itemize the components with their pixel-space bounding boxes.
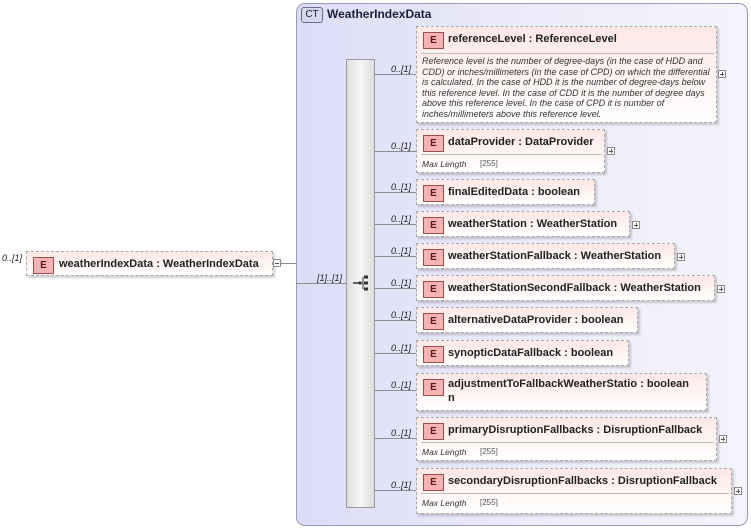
facet-value: [255] [480,498,498,507]
element-name: secondaryDisruptionFallbacks : Disruptio… [448,475,717,487]
connector-line [375,192,416,193]
element-box-primary-disruption-fallbacks[interactable]: E primaryDisruptionFallbacks : Disruptio… [416,417,717,461]
expand-icon[interactable] [677,253,685,261]
facet-label: Max Length [422,498,467,508]
element-box-synoptic-data-fallback[interactable]: E synopticDataFallback : boolean [416,340,629,366]
complex-type-name: WeatherIndexData [327,7,432,21]
element-cardinality: 0..[1] [391,480,412,490]
separator [421,53,714,54]
complex-type-badge: CT [301,7,323,23]
element-box-reference-level[interactable]: E referenceLevel : ReferenceLevel Refere… [416,26,717,123]
connector-line [375,490,416,491]
connector-line [296,283,346,284]
element-name: finalEditedData : boolean [448,186,581,198]
element-name: alternativeDataProvider : boolean [448,314,624,326]
element-name: dataProvider : DataProvider [448,136,594,148]
element-badge: E [423,32,444,49]
element-cardinality: 0..[1] [391,182,412,192]
element-name: synopticDataFallback : boolean [448,347,614,359]
expand-icon[interactable] [734,487,742,495]
element-name: weatherStation : WeatherStation [448,218,618,230]
connector-line [375,438,416,439]
element-badge: E [423,423,444,440]
element-badge: E [423,249,444,266]
separator [421,154,602,155]
expand-icon[interactable] [607,147,615,155]
element-name: referenceLevel : ReferenceLevel [448,33,617,45]
expand-icon[interactable] [719,435,727,443]
element-cardinality: 0..[1] [391,428,412,438]
connector-line [375,353,416,354]
facet-value: [255] [480,447,498,456]
element-name-line-2: n [448,392,455,404]
connector-line [375,390,416,391]
expand-icon[interactable] [632,221,640,229]
element-box-secondary-disruption-fallbacks[interactable]: E secondaryDisruptionFallbacks : Disrupt… [416,468,732,514]
element-name: weatherStationFallback : WeatherStation [448,250,662,262]
sequence-cardinality: [1]..[1] [317,273,343,283]
element-description: Reference level is the number of degree-… [422,56,710,119]
element-box-weather-station-fallback[interactable]: E weatherStationFallback : WeatherStatio… [416,243,675,269]
element-name-line-1: adjustmentToFallbackWeatherStatio : bool… [448,378,690,390]
connector-line [375,288,416,289]
element-box-weather-station-second-fallback[interactable]: E weatherStationSecondFallback : Weather… [416,275,715,301]
element-badge: E [423,185,444,202]
element-name: primaryDisruptionFallbacks : DisruptionF… [448,424,703,436]
connector-line [375,74,416,75]
element-cardinality: 0..[1] [391,246,412,256]
separator [421,493,729,494]
facet-value: [255] [480,159,498,168]
connector-line [281,263,296,264]
expand-icon[interactable] [717,285,725,293]
element-cardinality: 0..[1] [391,64,412,74]
element-badge: E [423,135,444,152]
connector-line [375,256,416,257]
element-cardinality: 0..[1] [391,141,412,151]
element-cardinality: 0..[1] [391,380,412,390]
sequence-compositor-icon [353,275,368,291]
element-box-weather-station[interactable]: E weatherStation : WeatherStation [416,211,630,237]
expand-icon[interactable] [718,70,726,78]
root-element-box[interactable]: E weatherIndexData : WeatherIndexData [26,251,273,276]
collapse-icon[interactable] [273,259,281,267]
element-box-alternative-data-provider[interactable]: E alternativeDataProvider : boolean [416,307,638,333]
element-badge: E [33,257,54,274]
element-box-final-edited-data[interactable]: E finalEditedData : boolean [416,179,595,205]
element-cardinality: 0..[1] [391,343,412,353]
element-badge: E [423,379,444,396]
element-badge: E [423,217,444,234]
element-cardinality: 0..[1] [391,214,412,224]
separator [421,442,714,443]
element-badge: E [423,281,444,298]
connector-line [375,151,416,152]
element-badge: E [423,346,444,363]
element-box-adjustment-to-fallback-weather-station[interactable]: E adjustmentToFallbackWeatherStatio : bo… [416,373,707,411]
root-cardinality: 0..[1] [2,253,23,263]
connector-line [375,320,416,321]
facet-label: Max Length [422,447,467,457]
element-badge: E [423,313,444,330]
element-name: weatherStationSecondFallback : WeatherSt… [448,282,701,294]
connector-line [375,224,416,225]
element-badge: E [423,474,444,491]
element-cardinality: 0..[1] [391,310,412,320]
element-cardinality: 0..[1] [391,278,412,288]
root-element-name: weatherIndexData : WeatherIndexData [59,258,259,270]
element-box-data-provider[interactable]: E dataProvider : DataProvider Max Length… [416,129,605,173]
facet-label: Max Length [422,159,467,169]
